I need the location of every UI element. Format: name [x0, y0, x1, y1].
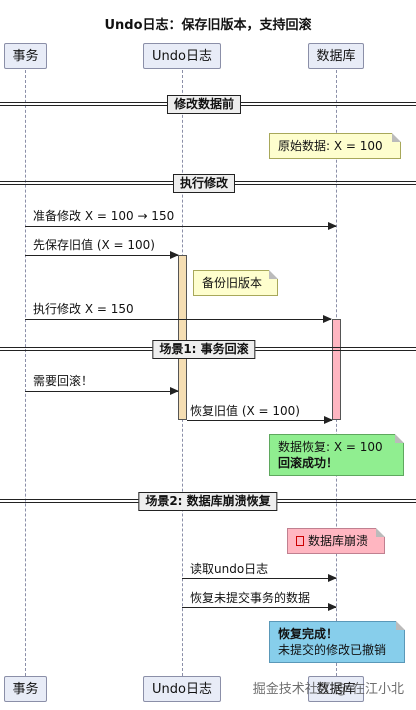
- message-label-restore-old: 恢复旧值 (X = 100): [190, 404, 300, 418]
- watermark: 掘金技术社区 @ 在江小北: [252, 682, 404, 697]
- participant-undo-log-top: Undo日志: [143, 43, 221, 69]
- note-recovered-line2: 未提交的修改已撤销: [278, 643, 387, 657]
- divider-label-scenario2: 场景2: 数据库崩溃恢复: [138, 492, 278, 511]
- activation-database: [332, 319, 341, 420]
- note-recovered: 恢复完成！ 未提交的修改已撤销: [269, 621, 405, 663]
- divider-label-before: 修改数据前: [166, 95, 242, 114]
- note-crash: 数据库崩溃: [287, 528, 385, 554]
- divider-label-execute: 执行修改: [172, 174, 236, 193]
- note-restored: 数据恢复: X = 100 回滚成功！: [269, 434, 404, 476]
- arrow-head-icon: [170, 387, 179, 395]
- activation-undo-log: [178, 255, 187, 420]
- arrow-head-icon: [170, 251, 179, 259]
- note-recovered-line1: 恢复完成！: [278, 627, 339, 641]
- participant-undo-log-bottom: Undo日志: [143, 676, 221, 702]
- message-arrow-save-old: [25, 251, 179, 259]
- participant-transaction-top: 事务: [4, 43, 47, 69]
- note-backup: 备份旧版本: [193, 270, 278, 296]
- note-original-text: 原始数据: X = 100: [278, 139, 383, 153]
- lifeline-transaction: [25, 70, 26, 676]
- arrow-head-icon: [328, 222, 337, 230]
- message-label-need-rollback: 需要回滚！: [33, 374, 94, 388]
- message-arrow-execute: [25, 315, 332, 323]
- arrow-head-icon: [323, 315, 332, 323]
- note-original-data: 原始数据: X = 100: [269, 133, 401, 159]
- note-fold-icon: [395, 434, 404, 443]
- message-label-prepare: 准备修改 X = 100 → 150: [33, 209, 175, 223]
- diagram-title: Undo日志：保存旧版本，支持回滚: [104, 18, 312, 33]
- message-arrow-read-undo: [182, 574, 337, 582]
- arrow-head-icon: [324, 416, 333, 424]
- note-restored-line1: 数据恢复: X = 100: [278, 440, 383, 454]
- message-arrow-restore-old: [187, 416, 333, 424]
- participant-database-top: 数据库: [308, 43, 364, 69]
- participant-database-bottom: 数据库: [308, 676, 364, 702]
- participant-transaction-bottom: 事务: [4, 676, 47, 702]
- warning-icon: [296, 536, 304, 546]
- message-arrow-prepare: [25, 222, 337, 230]
- message-label-execute: 执行修改 X = 150: [33, 302, 134, 316]
- message-label-save-old: 先保存旧值 (X = 100): [33, 238, 155, 252]
- message-arrow-recover-uncommitted: [182, 603, 337, 611]
- note-fold-icon: [269, 270, 278, 279]
- note-fold-icon: [376, 528, 385, 537]
- message-label-read-undo: 读取undo日志: [190, 562, 269, 576]
- message-label-recover-uncommitted: 恢复未提交事务的数据: [190, 591, 311, 605]
- note-backup-text: 备份旧版本: [202, 276, 263, 290]
- arrow-head-icon: [328, 603, 337, 611]
- note-crash-text: 数据库崩溃: [308, 534, 369, 548]
- note-fold-icon: [392, 133, 401, 142]
- message-arrow-need-rollback: [25, 387, 179, 395]
- note-restored-line2: 回滚成功！: [278, 456, 339, 470]
- arrow-head-icon: [328, 574, 337, 582]
- note-fold-icon: [396, 621, 405, 630]
- divider-label-scenario1: 场景1: 事务回滚: [152, 340, 256, 359]
